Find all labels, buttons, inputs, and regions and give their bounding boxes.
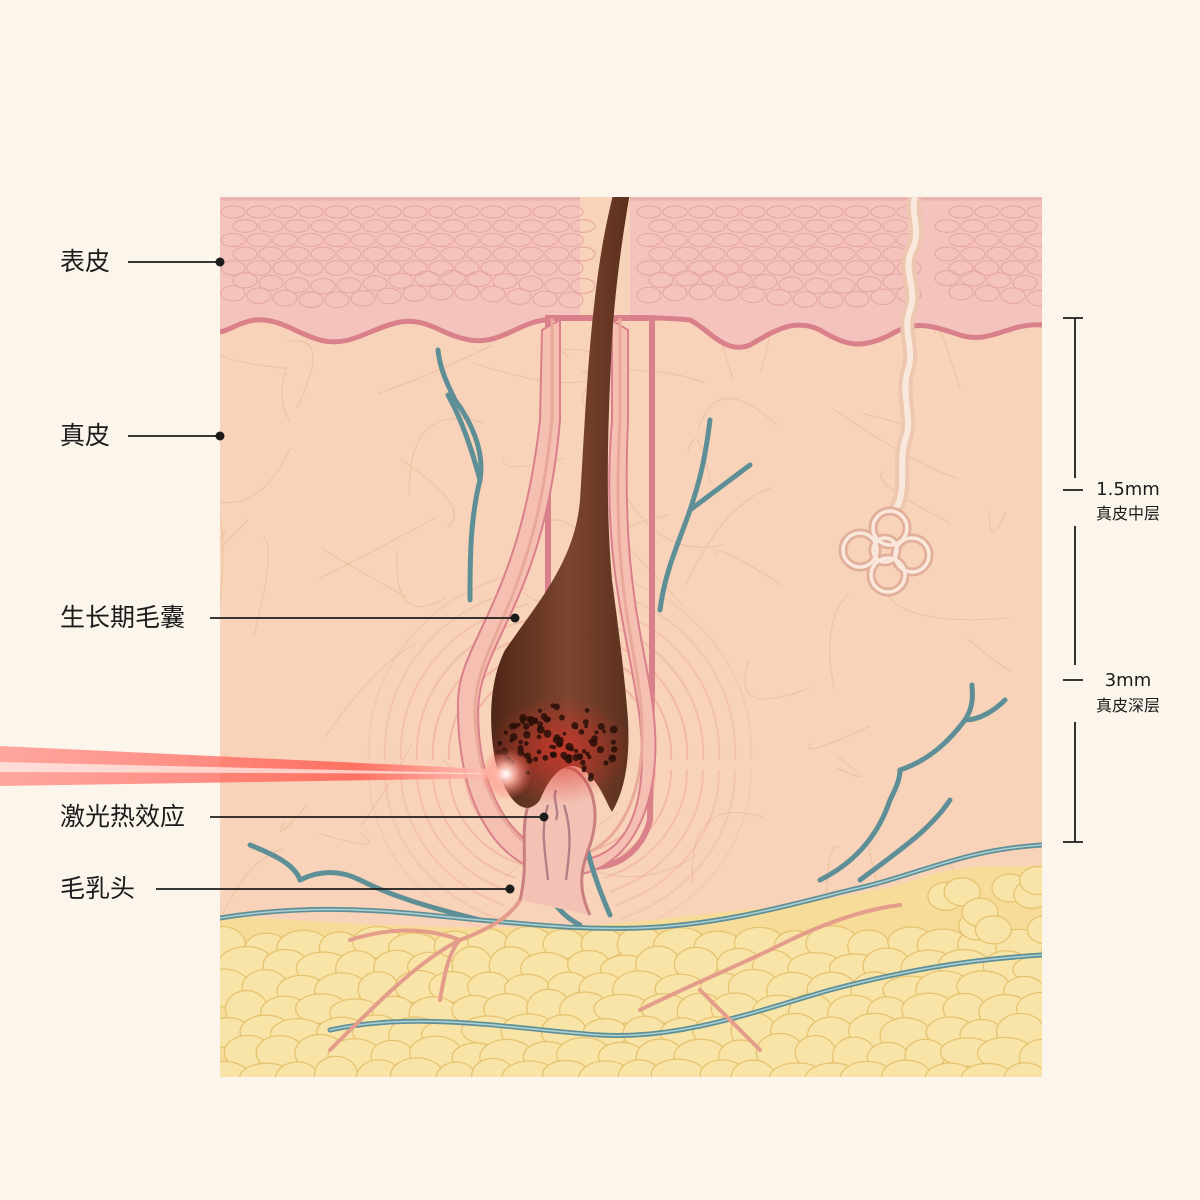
sweat-duct-lumen (892, 197, 920, 512)
label-epidermis: 表皮 (60, 247, 111, 276)
scale-mid-value: 1.5mm (1096, 479, 1160, 500)
label-laser-thermal-effect: 激光热效应 (60, 802, 186, 831)
melanin-granules (496, 703, 618, 782)
laser-beam (0, 746, 510, 786)
leader-dots (215, 257, 549, 894)
scale-deep-text: 真皮深层 (1095, 696, 1160, 715)
leader-lines (128, 261, 544, 890)
scale-deep-value: 3mm (1104, 670, 1152, 691)
follicle-sheath (456, 318, 657, 877)
label-anagen-follicle: 生长期毛囊 (60, 603, 186, 632)
label-dermal-papilla: 毛乳头 (60, 874, 136, 903)
depth-scale-bar (1063, 317, 1083, 843)
hair-shaft (491, 197, 630, 812)
scale-mid-text: 真皮中层 (1095, 504, 1160, 523)
basement-membrane-right (649, 315, 1042, 350)
epidermis-cells (220, 205, 1042, 309)
basement-membrane-left (220, 317, 546, 345)
laser-impact-glow (480, 748, 532, 800)
tissue-block (220, 197, 1042, 1077)
label-dermis: 真皮 (60, 421, 111, 450)
arteries (328, 878, 902, 1052)
